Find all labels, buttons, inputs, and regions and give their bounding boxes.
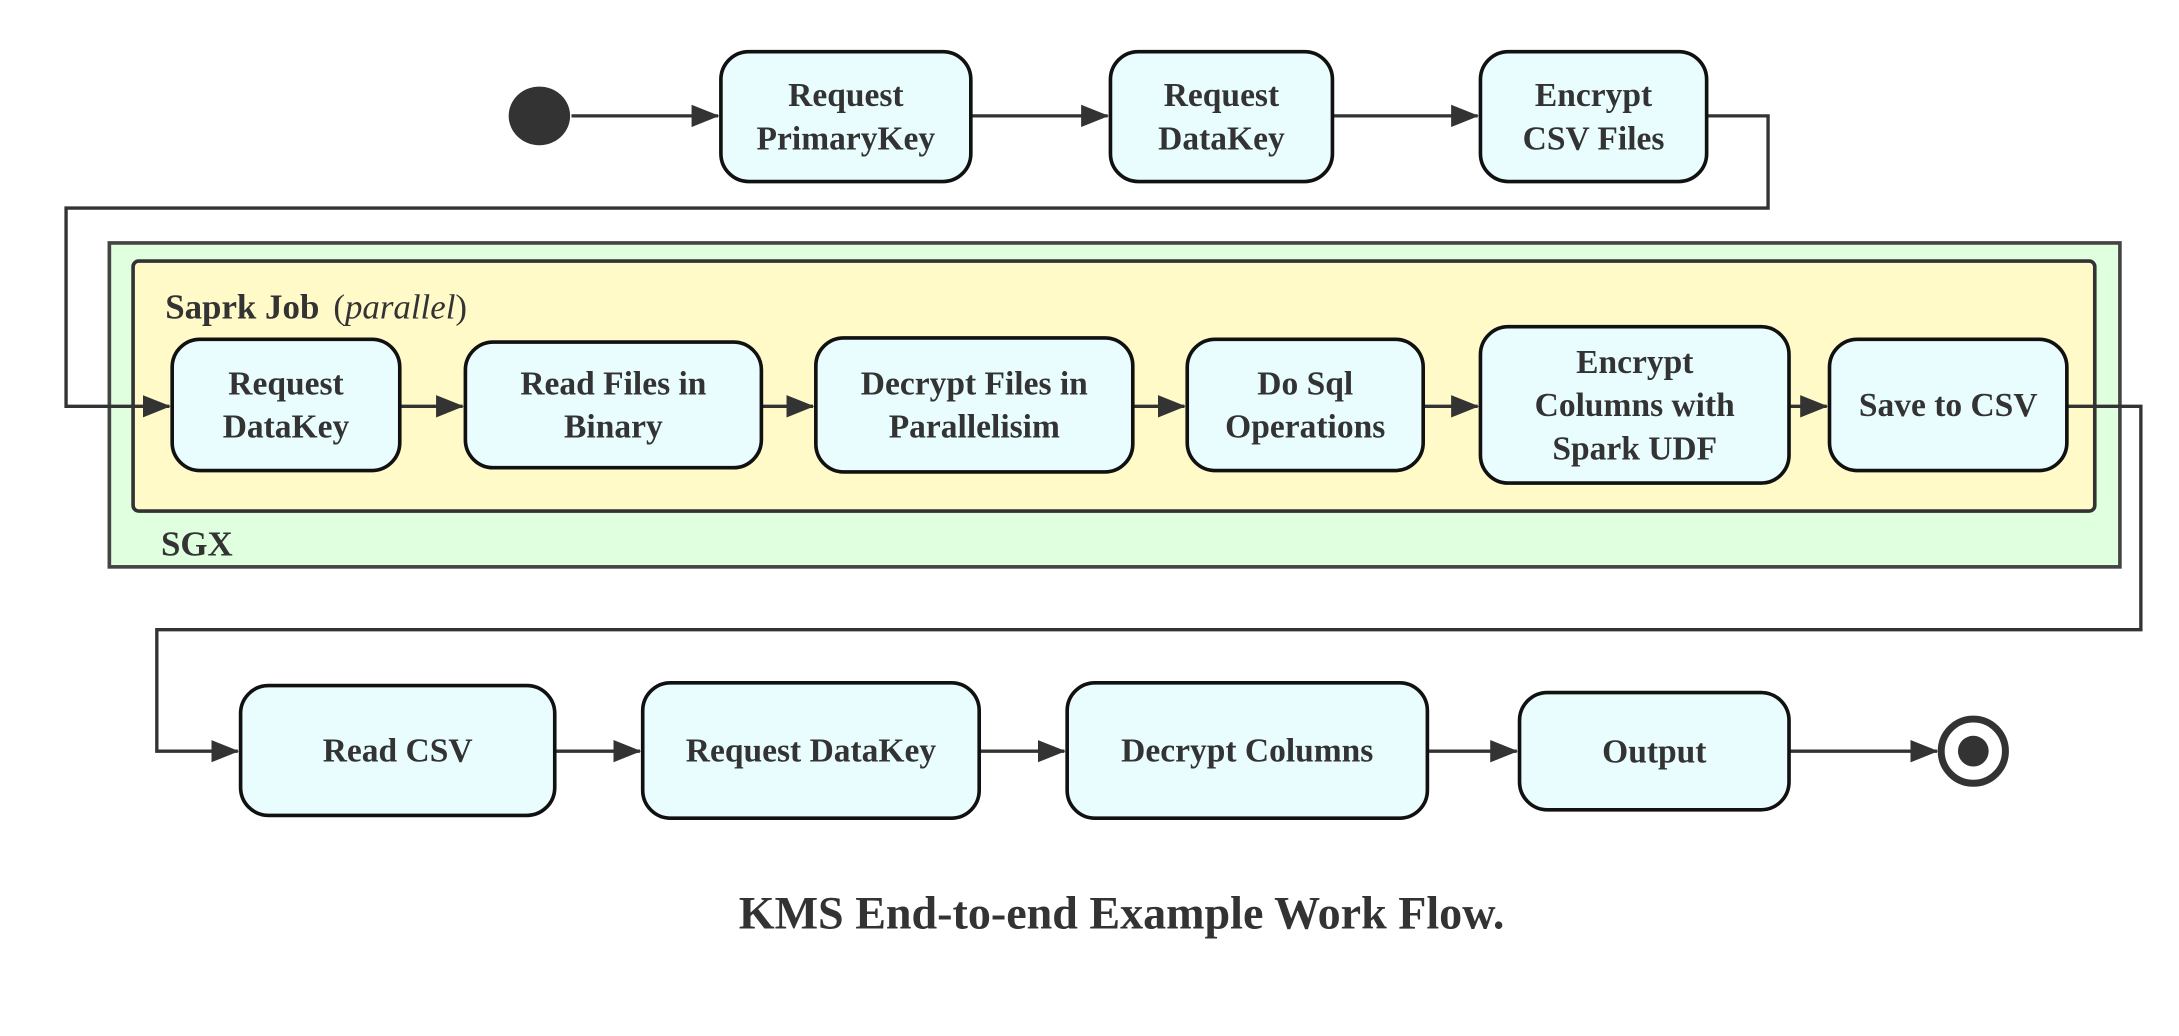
node-label: Encrypt bbox=[1535, 77, 1653, 114]
node-box bbox=[1478, 324, 1791, 485]
sgx-label: SGX bbox=[161, 525, 233, 564]
node-label: Read CSV bbox=[323, 733, 473, 770]
node-box bbox=[1065, 680, 1430, 821]
node-label: Decrypt Columns bbox=[1121, 733, 1373, 770]
node-label: Read Files in bbox=[520, 365, 706, 402]
node-label: Columns with bbox=[1535, 387, 1735, 424]
spark-job-qualifier: parallel bbox=[342, 287, 455, 326]
node-output: Output bbox=[1517, 690, 1791, 812]
edge bbox=[155, 404, 2143, 763]
node-label: DataKey bbox=[223, 409, 350, 446]
node-box bbox=[1478, 49, 1709, 184]
node-label: Output bbox=[1602, 733, 1707, 770]
node-label: Request bbox=[788, 77, 904, 114]
node-label: Do Sql bbox=[1257, 365, 1353, 402]
end-node-icon bbox=[1937, 715, 2009, 787]
node-box bbox=[238, 683, 557, 818]
node-decrypt-columns: Decrypt Columns bbox=[1065, 680, 1430, 821]
node-box bbox=[463, 340, 764, 470]
node-label: Request DataKey bbox=[686, 733, 937, 770]
node-box bbox=[814, 336, 1135, 474]
node-box bbox=[1517, 690, 1791, 812]
node-label: CSV Files bbox=[1523, 120, 1665, 157]
node-save-csv: Save to CSV bbox=[1827, 337, 2069, 473]
edges bbox=[64, 104, 2143, 763]
node-box bbox=[1827, 337, 2069, 473]
node-label: Parallelisim bbox=[889, 409, 1060, 446]
diagram-caption: KMS End-to-end Example Work Flow. bbox=[739, 887, 1505, 938]
node-label: Operations bbox=[1225, 409, 1385, 446]
node-read-binary: Read Files in Binary bbox=[463, 340, 764, 470]
node-box bbox=[1108, 49, 1335, 184]
node-label: Encrypt bbox=[1576, 344, 1694, 381]
edge bbox=[64, 114, 1770, 418]
node-read-csv: Read CSV bbox=[238, 683, 557, 818]
spark-job-name: Saprk Job bbox=[165, 287, 319, 326]
node-label: Decrypt Files in bbox=[861, 365, 1088, 402]
node-label: Request bbox=[228, 365, 344, 402]
node-label: Save to CSV bbox=[1859, 387, 2038, 424]
node-box bbox=[1185, 337, 1426, 473]
node-decrypt-parallel: Decrypt Files in Parallelisim bbox=[814, 336, 1135, 474]
spark-job-label: Saprk Job(parallel) bbox=[165, 287, 467, 326]
start-node-icon bbox=[508, 86, 571, 146]
node-label: PrimaryKey bbox=[757, 120, 936, 157]
node-box bbox=[640, 680, 982, 821]
node-box bbox=[170, 337, 402, 473]
node-label: DataKey bbox=[1158, 120, 1285, 157]
node-box bbox=[719, 49, 973, 184]
node-label: Request bbox=[1164, 77, 1280, 114]
node-label: Spark UDF bbox=[1552, 430, 1717, 467]
node-request-datakey-3: Request DataKey bbox=[640, 680, 982, 821]
node-label: Binary bbox=[564, 409, 663, 446]
